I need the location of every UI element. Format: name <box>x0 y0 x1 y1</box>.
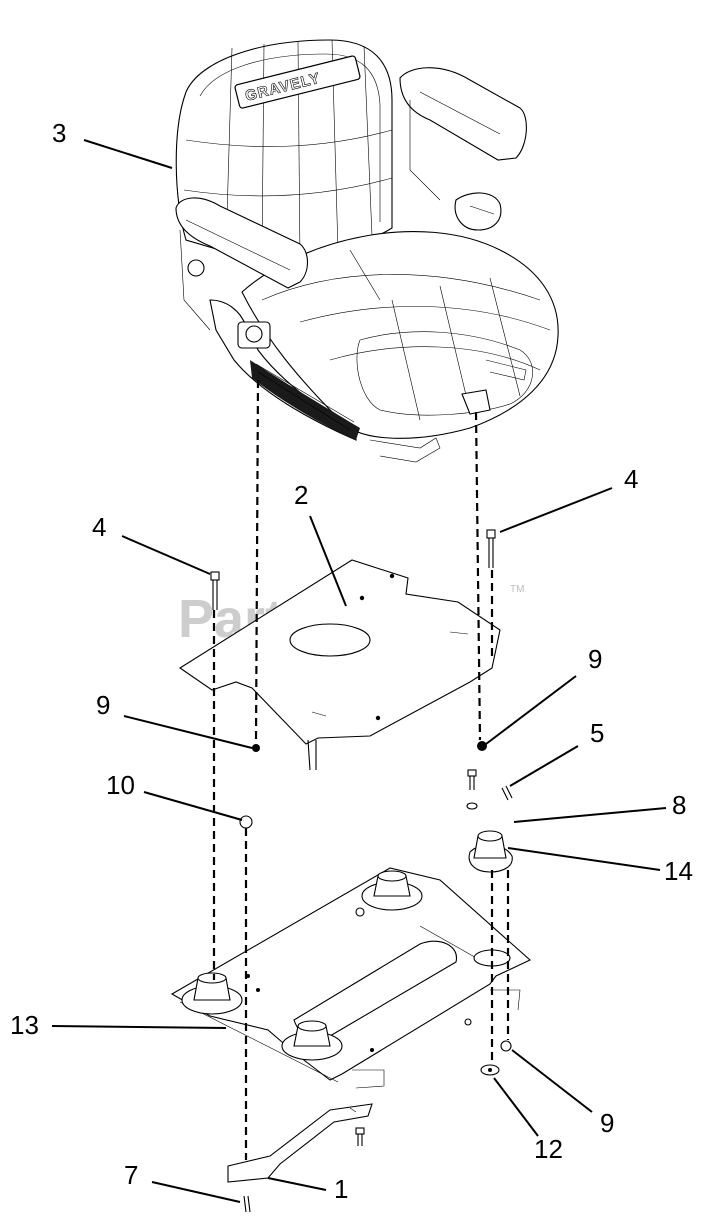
callout-4-left: 4 <box>92 512 106 542</box>
isolator-mount <box>361 870 423 911</box>
callout-5: 5 <box>590 718 604 748</box>
bolt-part[interactable] <box>466 769 478 810</box>
isolator-mount <box>281 1020 343 1061</box>
isolator-part[interactable] <box>468 830 513 873</box>
seat-assembly[interactable]: GRAVELY <box>175 39 559 463</box>
callout-4-right: 4 <box>624 464 638 494</box>
callout-8: 8 <box>672 790 686 820</box>
callout-13: 13 <box>10 1010 39 1040</box>
carriage-bolt-part[interactable] <box>210 529 513 1213</box>
seat-base-frame[interactable] <box>170 867 531 1089</box>
callout-9-lower: 9 <box>600 1108 614 1138</box>
callout-14: 14 <box>664 856 693 886</box>
callout-9-left: 9 <box>96 690 110 720</box>
assembly-centerlines <box>212 379 510 1160</box>
leader-lines <box>51 139 667 1203</box>
isolator-mount <box>181 972 243 1015</box>
callout-10: 10 <box>106 770 135 800</box>
hex-nut-part[interactable] <box>239 741 512 1052</box>
washer-part[interactable] <box>480 1064 500 1076</box>
seat-mounting-plate[interactable] <box>178 559 501 771</box>
callout-12: 12 <box>534 1134 563 1164</box>
callout-1: 1 <box>334 1174 348 1204</box>
watermark-trademark: TM <box>510 584 524 595</box>
callout-labels: 3 4 4 2 9 9 5 10 8 14 13 9 12 7 1 <box>10 118 693 1204</box>
callout-7: 7 <box>124 1160 138 1190</box>
callout-3: 3 <box>52 118 66 148</box>
callout-9-upper: 9 <box>588 644 602 674</box>
bracket-part[interactable] <box>227 1103 373 1183</box>
callout-2: 2 <box>294 480 308 510</box>
